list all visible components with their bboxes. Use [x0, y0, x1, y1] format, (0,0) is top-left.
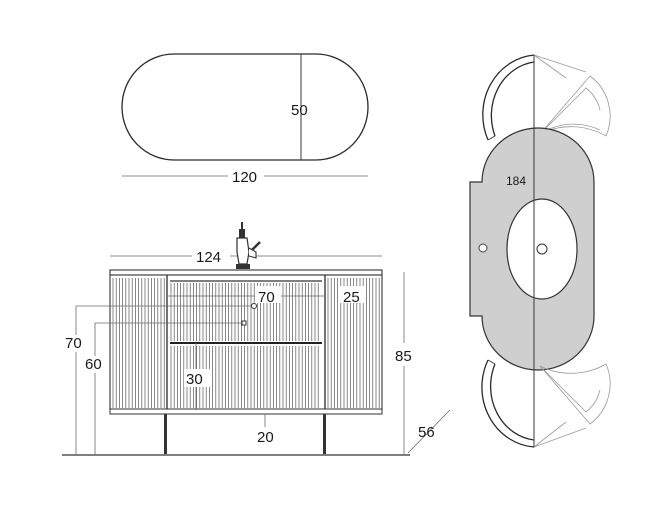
depth-dimension-line [407, 409, 451, 454]
right-leg [323, 414, 326, 454]
drain-fitting-lower [241, 320, 247, 326]
plan-view: 184 [469, 54, 611, 448]
mirror-height-label: 50 [291, 102, 308, 119]
height-70-label: 70 [65, 335, 82, 352]
total-height-label: 85 [395, 348, 412, 365]
basin-drain [536, 243, 548, 255]
plinth [109, 408, 383, 415]
door-swing-top [482, 54, 611, 141]
left-side-panel-flutes [112, 278, 165, 408]
legs-height-label: 20 [257, 429, 274, 446]
lower-drawer-label: 30 [186, 371, 203, 388]
drain-fitting-upper [251, 303, 257, 309]
top-width-label: 124 [196, 249, 221, 266]
mirror-width-label: 120 [232, 169, 257, 186]
side-panel-width-label: 25 [343, 289, 360, 306]
upper-drawer-flutes [170, 283, 319, 341]
total-length-label: 184 [506, 174, 526, 188]
mirror-outline [121, 53, 369, 161]
drawer-width-label: 70 [258, 289, 275, 306]
mirror-elevation: 50 120 [121, 53, 369, 186]
countertop [109, 269, 383, 276]
left-leg [164, 414, 167, 454]
faucet-icon [236, 222, 261, 269]
height-60-label: 60 [85, 356, 102, 373]
faucet-hole [478, 243, 488, 253]
depth-label: 56 [418, 424, 435, 441]
vanity-elevation: 124 [62, 222, 451, 456]
door-swing-bottom [481, 359, 611, 448]
lower-drawer-flutes [170, 346, 319, 408]
